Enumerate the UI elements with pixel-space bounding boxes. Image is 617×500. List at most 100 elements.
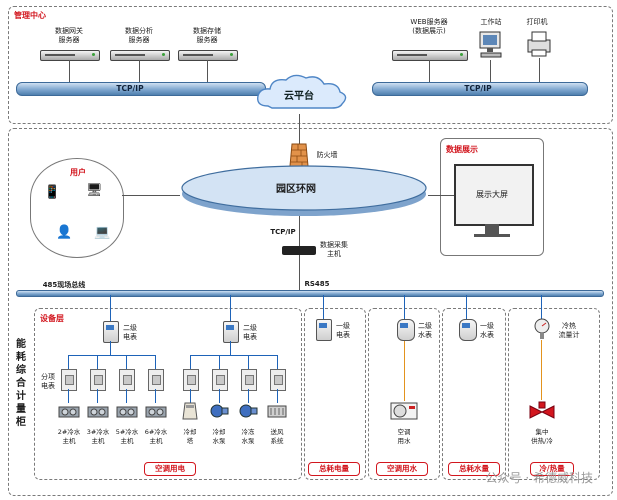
host-label-2b: 主机 bbox=[91, 437, 105, 445]
group-b-drop-1 bbox=[190, 355, 191, 369]
management-title: 管理中心 bbox=[14, 11, 46, 20]
host-label-4a: 6#冷水 bbox=[144, 428, 168, 436]
equip-label-1b: 塔 bbox=[186, 437, 194, 445]
cold-heat-meter-icon bbox=[534, 318, 550, 339]
cold-heat-meter-label-2: 流量计 bbox=[558, 331, 580, 339]
big-screen-base bbox=[474, 234, 510, 237]
analysis-server-icon bbox=[110, 50, 170, 61]
group-b-branch bbox=[190, 355, 278, 356]
workstation-icon bbox=[479, 31, 502, 58]
server-drop-3 bbox=[207, 60, 208, 82]
host-line-4 bbox=[155, 389, 156, 403]
category-total-power: 总耗电量 bbox=[308, 462, 360, 476]
meter1-power-icon bbox=[316, 319, 332, 341]
drop-meter2-water bbox=[404, 295, 405, 319]
mobile-phone-icon: 📱 bbox=[44, 185, 61, 200]
host-breaker-1 bbox=[61, 369, 77, 391]
host-line-3 bbox=[126, 389, 127, 403]
web-server-icon bbox=[392, 50, 468, 61]
meter2-water-label-1: 二级 bbox=[418, 322, 432, 330]
cloud-icon bbox=[257, 74, 347, 109]
equip-label-2b: 水泵 bbox=[212, 437, 226, 445]
field-bus-485 bbox=[16, 290, 604, 297]
group-a-drop-4 bbox=[155, 355, 156, 369]
server-drop-2 bbox=[139, 60, 140, 82]
sub-meter-label-1: 分项 bbox=[41, 373, 55, 381]
firewall-icon bbox=[289, 143, 309, 167]
gateway-server-icon bbox=[40, 50, 100, 61]
category-ac-power: 空调用电 bbox=[144, 462, 196, 476]
desktop-pc-icon: 🖥 bbox=[86, 183, 103, 198]
category-total-water: 总耗水量 bbox=[448, 462, 500, 476]
web-server-drop bbox=[429, 60, 430, 82]
meter2-water-label-2: 水表 bbox=[418, 331, 432, 339]
drop-meter2-a bbox=[110, 295, 111, 321]
equip-label-3b: 水泵 bbox=[241, 437, 255, 445]
storage-server-label-1: 数据存储 bbox=[193, 27, 221, 35]
tcp-bus-left-label: TCP/IP bbox=[116, 84, 144, 93]
drop-meter1-power bbox=[323, 295, 324, 319]
host-label-3a: 5#冷水 bbox=[115, 428, 139, 436]
ring-to-display-line bbox=[428, 195, 454, 196]
display-title: 数据展示 bbox=[446, 145, 478, 154]
laptop-icon: 💻 bbox=[94, 225, 111, 240]
cold-heat-zone bbox=[508, 308, 600, 480]
web-server-label-1: WEB服务器 bbox=[410, 18, 448, 26]
air-supply-icon bbox=[267, 405, 287, 418]
big-screen-stand bbox=[485, 224, 499, 234]
ac-unit-icon bbox=[390, 402, 418, 420]
meter1-power-label-2: 电表 bbox=[336, 331, 350, 339]
meter1-water-label-2: 水表 bbox=[480, 331, 494, 339]
big-screen-label: 展示大屏 bbox=[476, 190, 508, 199]
ring-to-collector-line bbox=[299, 216, 300, 252]
collector-label-2: 主机 bbox=[327, 250, 341, 258]
watermark-text: 公众号 · 希德威科技 bbox=[485, 471, 593, 485]
meter1-water-label-1: 一级 bbox=[480, 322, 494, 330]
device-layer-title: 设备层 bbox=[40, 314, 64, 323]
printer-label: 打印机 bbox=[526, 18, 548, 26]
users-to-ring-line bbox=[122, 195, 180, 196]
equip-line-3 bbox=[248, 389, 249, 403]
host-label-2a: 3#冷水 bbox=[86, 428, 110, 436]
drop-meter2-b bbox=[230, 295, 231, 321]
meter2-b-icon bbox=[223, 321, 239, 343]
collector-to-rs485-line bbox=[299, 255, 300, 290]
storage-server-label-2: 服务器 bbox=[196, 36, 218, 44]
host-breaker-3 bbox=[119, 369, 135, 391]
meter2-a-label-1: 二级 bbox=[123, 324, 137, 332]
analysis-server-label-1: 数据分析 bbox=[125, 27, 153, 35]
meter1-power-label-1: 一级 bbox=[336, 322, 350, 330]
tcp-bus-right-label: TCP/IP bbox=[464, 84, 492, 93]
ac-water-label-2: 用水 bbox=[397, 437, 411, 445]
equip-label-3a: 冷冻 bbox=[241, 428, 255, 436]
total-power-zone bbox=[304, 308, 366, 480]
meter2-water-icon bbox=[397, 319, 415, 341]
drop-meter1-water bbox=[466, 295, 467, 319]
equip-label-4b: 系统 bbox=[270, 437, 284, 445]
field-side-label: 能耗综合计量柜 bbox=[16, 339, 26, 428]
equip-line-1 bbox=[190, 389, 191, 403]
group-a-drop-1 bbox=[68, 355, 69, 369]
group-b-drop-2 bbox=[219, 355, 220, 369]
meter2-b-down bbox=[230, 341, 231, 355]
analysis-server-label-2: 服务器 bbox=[128, 36, 150, 44]
host-breaker-4 bbox=[148, 369, 164, 391]
meter2-a-icon bbox=[103, 321, 119, 343]
firewall-label: 防火墙 bbox=[316, 151, 338, 159]
group-b-drop-4 bbox=[277, 355, 278, 369]
host-line-1 bbox=[68, 389, 69, 403]
host-label-1a: 2#冷水 bbox=[57, 428, 81, 436]
group-a-branch bbox=[68, 355, 156, 356]
chiller-host-icon-2 bbox=[87, 406, 109, 418]
host-label-4b: 主机 bbox=[149, 437, 163, 445]
equip-label-4a: 送风 bbox=[270, 428, 284, 436]
equip-label-1a: 冷却 bbox=[183, 428, 197, 436]
meter1-water-icon bbox=[459, 319, 477, 341]
equip-label-2a: 冷却 bbox=[212, 428, 226, 436]
total-water-zone bbox=[442, 308, 506, 480]
collector-label-1: 数据采集 bbox=[320, 241, 348, 249]
ac-water-down-line bbox=[404, 341, 405, 401]
meter2-a-down bbox=[110, 341, 111, 355]
central-label-2: 供热/冷 bbox=[531, 437, 553, 445]
field-bus-label: 485现场总线 bbox=[42, 281, 86, 289]
